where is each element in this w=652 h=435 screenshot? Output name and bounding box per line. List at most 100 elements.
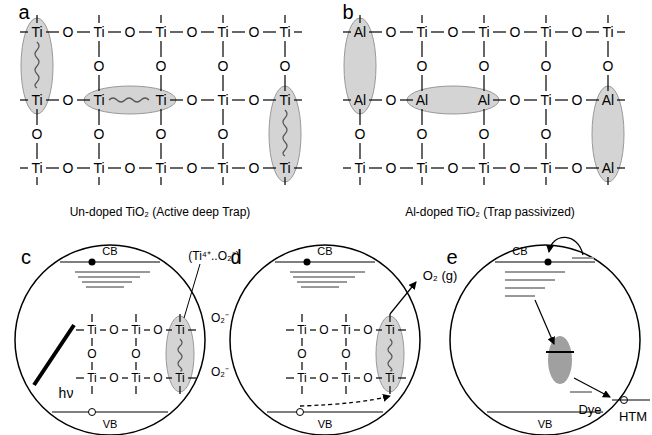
oxygen-atom: O — [417, 59, 428, 73]
oxygen-atom: O — [510, 93, 521, 107]
bond-line — [286, 329, 294, 330]
bond-line — [139, 167, 152, 168]
oxygen-atom: O — [32, 127, 43, 141]
bond-line — [294, 31, 302, 32]
bond-line — [607, 177, 608, 185]
bond-line — [617, 99, 625, 100]
metal-atom: Ti — [478, 25, 489, 39]
oxygen-atom: O — [249, 93, 260, 107]
bond-line — [91, 362, 92, 370]
bond-line — [400, 167, 413, 168]
oxygen-atom: O — [125, 161, 136, 175]
oxygen-atom: O — [63, 161, 74, 175]
oxygen-atom: O — [94, 59, 105, 73]
bond-line — [310, 377, 316, 378]
metal-atom: Ti — [217, 93, 228, 107]
bond-line — [98, 75, 99, 91]
bond-line — [222, 15, 223, 23]
superoxide-leaders — [184, 264, 200, 318]
bond-line — [462, 31, 475, 32]
bond-line — [462, 167, 475, 168]
panel-circles — [15, 245, 640, 435]
bond-line — [483, 143, 484, 159]
bond-line — [76, 329, 84, 330]
bond-line — [359, 143, 360, 159]
hole-transfer-arrow — [300, 396, 390, 406]
bond-line — [343, 167, 351, 168]
bond-line — [160, 15, 161, 23]
oxygen-atom: O — [386, 161, 397, 175]
bond-line — [545, 41, 546, 57]
charge-carriers — [89, 259, 628, 416]
bond-line — [232, 167, 245, 168]
bond-line — [98, 15, 99, 23]
bond-line — [555, 31, 568, 32]
lattice-bonds — [20, 15, 625, 394]
bond-line — [135, 362, 136, 370]
band-label: VB — [318, 419, 333, 430]
oxygen-release-arrow — [390, 282, 416, 314]
oxygen-atom: O — [510, 161, 521, 175]
oxygen-atom: O — [363, 372, 372, 384]
metal-atom: Ti — [341, 372, 351, 384]
bond-line — [170, 31, 183, 32]
bond-line — [144, 329, 150, 330]
bond-line — [369, 31, 382, 32]
metal-atom: Al — [354, 93, 366, 107]
oxygen-atom: O — [63, 25, 74, 39]
metal-atom: Ti — [31, 93, 42, 107]
bond-line — [483, 109, 484, 125]
bond-line — [144, 377, 150, 378]
oxygen-atom: O — [319, 372, 328, 384]
bond-line — [98, 177, 99, 185]
bond-line — [389, 314, 390, 322]
bond-line — [586, 31, 599, 32]
metal-atom: Al — [354, 25, 366, 39]
bond-line — [108, 167, 121, 168]
bond-line — [301, 386, 302, 394]
bond-line — [232, 31, 245, 32]
bond-line — [294, 167, 302, 168]
oxygen-atom: O — [249, 161, 260, 175]
bond-line — [301, 362, 302, 370]
bond-line — [586, 99, 599, 100]
bond-line — [201, 167, 214, 168]
bond-line — [345, 314, 346, 322]
bond-line — [160, 143, 161, 159]
bond-line — [284, 177, 285, 185]
panel-caption: Al-doped TiO₂ (Trap passivized) — [405, 206, 575, 218]
oxygen-atom: O — [94, 127, 105, 141]
bond-line — [607, 15, 608, 23]
bond-line — [431, 31, 444, 32]
bond-line — [20, 99, 28, 100]
metal-atom: Ti — [93, 25, 104, 39]
oxygen-atom: O — [479, 59, 490, 73]
oxygen-atom: O — [218, 127, 229, 141]
oxygen-atom: O — [572, 93, 583, 107]
oxygen-atom: O — [448, 25, 459, 39]
oxygen-atom: O — [572, 25, 583, 39]
superoxide-label: O₂⁻ — [211, 366, 229, 378]
bond-line — [284, 75, 285, 91]
bond-line — [345, 338, 346, 346]
metal-atom: Ti — [31, 161, 42, 175]
panel-letter: e — [446, 247, 457, 267]
bond-line — [545, 177, 546, 185]
metal-atom: Ti — [540, 93, 551, 107]
bond-line — [201, 31, 214, 32]
oxygen-atom: O — [603, 59, 614, 73]
bond-line — [77, 167, 90, 168]
metal-atom: Ti — [385, 372, 395, 384]
bond-line — [359, 177, 360, 185]
oxygen-atom: O — [156, 59, 167, 73]
metal-atom: Ti — [175, 324, 185, 336]
bond-line — [122, 329, 128, 330]
bond-line — [398, 377, 406, 378]
metal-atom: Ti — [385, 324, 395, 336]
bond-line — [46, 99, 59, 100]
metal-atom: Ti — [155, 25, 166, 39]
panel-letter: d — [230, 247, 241, 267]
bond-line — [607, 75, 608, 91]
deep-trap-wavy-bonds — [35, 42, 392, 371]
oxygen-atom: O — [218, 59, 229, 73]
